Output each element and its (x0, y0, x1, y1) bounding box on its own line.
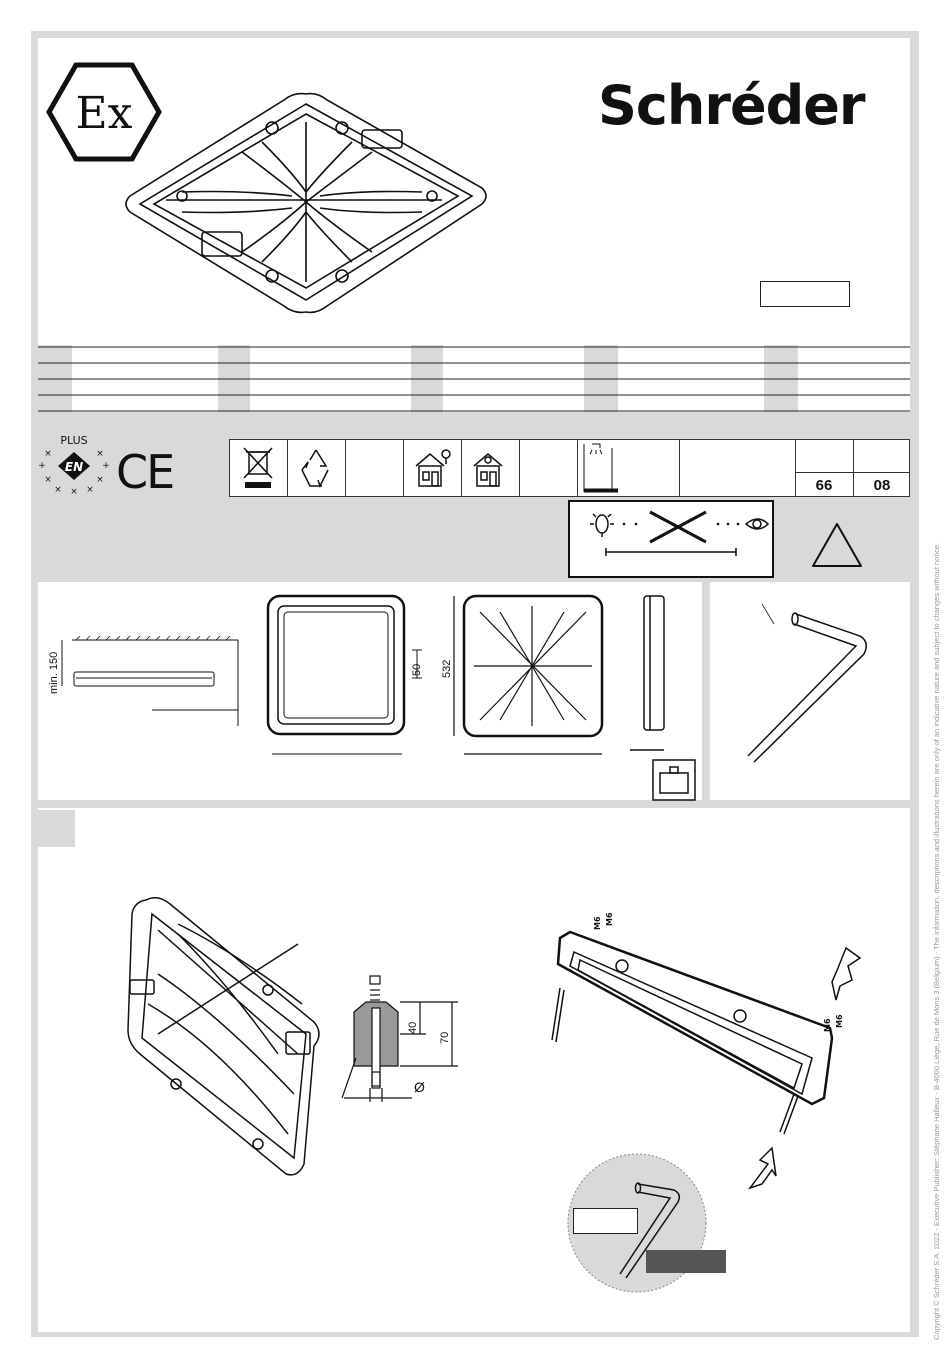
rear-view-drawing: 532 (441, 594, 604, 755)
enec-plus-text: PLUS (60, 434, 87, 447)
recycle-icon (301, 449, 329, 488)
blank-cell-1 (346, 440, 404, 496)
luminaire-mounting-drawing: M6 M6 M6 M6 (551, 912, 862, 1190)
indoor-cell-1 (404, 440, 462, 496)
reference-box (760, 281, 850, 307)
ip-first-digit: 66 (815, 477, 833, 494)
svg-text:×: × (44, 449, 52, 459)
ce-mark: CE (116, 445, 175, 499)
recycle-cell (288, 440, 346, 496)
indoor-icon (473, 453, 503, 487)
diameter-label: Ø (414, 1079, 425, 1095)
weight-icon (652, 759, 696, 801)
svg-text:+: + (102, 461, 110, 471)
ip-rating-icon (583, 443, 618, 493)
height-label: 532 (441, 660, 453, 678)
hole-depth-label: 70 (439, 1032, 451, 1044)
no-direct-view-icon (590, 510, 770, 556)
ip-first-cell: 66 (796, 440, 854, 496)
eye-warning-box (568, 500, 774, 578)
anchor-section-drawing: 40 70 Ø (341, 975, 458, 1102)
ex-mark: Ex (76, 88, 133, 139)
weee-cell (230, 440, 288, 496)
svg-text:×: × (96, 475, 104, 485)
indoor-cell-2 (462, 440, 520, 496)
ex-logo-icon: Ex (46, 62, 162, 162)
dimensions-panel (38, 582, 702, 800)
info-lines-strip (38, 345, 910, 412)
copyright-text: Copyright © Schréder S.A. 2022 - Executi… (932, 542, 941, 1340)
luminaire-bottom-view (127, 897, 320, 1176)
depth-label: 50 (411, 664, 423, 676)
ip-second-digit: 08 (873, 477, 891, 494)
section-badge (38, 810, 75, 847)
svg-text:+: + (38, 461, 46, 471)
svg-text:M6: M6 (835, 1014, 844, 1028)
side-view-drawing (630, 595, 665, 751)
blank-cell-2 (520, 440, 578, 496)
brand-logo: Schréder (598, 74, 866, 137)
svg-text:×: × (96, 449, 104, 459)
blank-cell-3 (680, 440, 796, 496)
svg-text:×: × (44, 475, 52, 485)
svg-text:M6: M6 (593, 916, 602, 930)
luminaire-top-view (125, 92, 487, 314)
ip-second-cell: 08 (854, 440, 910, 496)
svg-text:×: × (70, 487, 78, 497)
tool-size-label-box (573, 1208, 638, 1234)
warning-triangle-icon (812, 523, 862, 567)
enec-plus-icon: PLUS EN ++ ×× ×× ×× × (38, 434, 110, 497)
front-view-drawing: 50 (266, 594, 423, 755)
indoor-icon (415, 449, 451, 487)
mounting-distance-drawing: min. 150 (48, 635, 239, 726)
icon-table: 66 08 (229, 439, 910, 497)
rod-depth-label: 40 (407, 1022, 419, 1034)
svg-text:×: × (54, 485, 62, 495)
mounting-distance-label: min. 150 (48, 652, 60, 694)
weee-icon (243, 447, 273, 488)
svg-text:×: × (86, 485, 94, 495)
enec-text: EN (65, 460, 83, 474)
svg-text:M6: M6 (823, 1018, 832, 1032)
svg-text:M6: M6 (605, 912, 614, 926)
allen-key-icon (747, 603, 867, 763)
torque-label-box (646, 1250, 726, 1273)
ip-environment-cell (578, 440, 680, 496)
